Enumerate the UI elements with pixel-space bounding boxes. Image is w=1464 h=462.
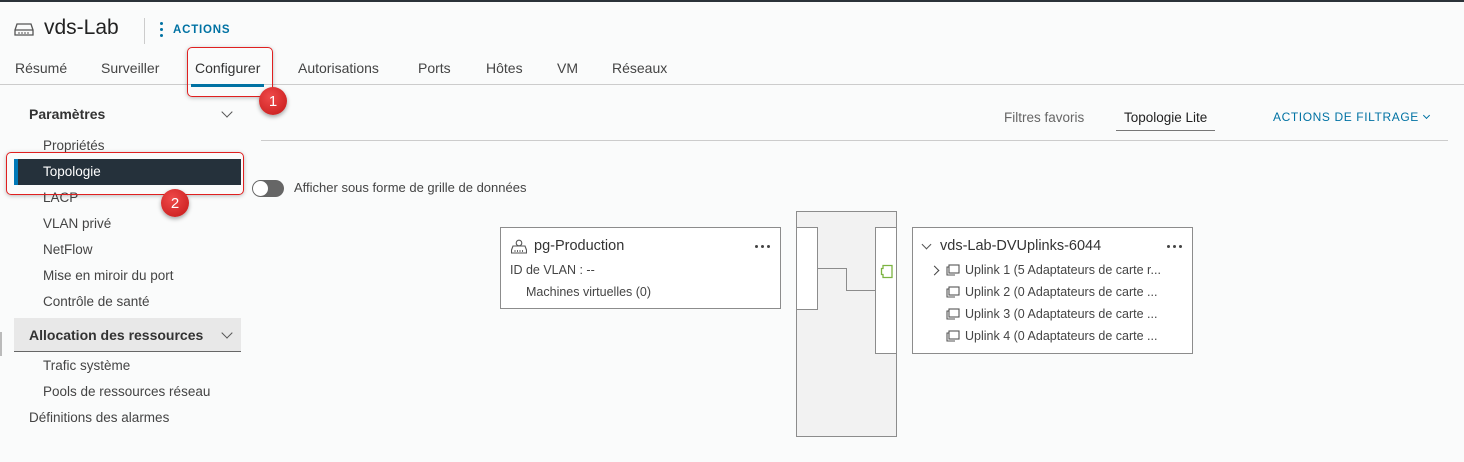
uplink-label: Uplink 2 (0 Adaptateurs de carte ... — [965, 285, 1158, 299]
tab-ports[interactable]: Ports — [418, 60, 451, 76]
sidebar-item-definitions-alarmes[interactable]: Définitions des alarmes — [29, 410, 170, 425]
filter-tab-topologie-lite[interactable]: Topologie Lite — [1116, 110, 1216, 131]
connection-line — [846, 268, 847, 291]
actions-label: ACTIONS — [173, 23, 231, 36]
callout-badge-2: 2 — [161, 189, 189, 217]
callout-highlight-topologie — [6, 152, 244, 195]
distributed-switch-icon — [14, 23, 34, 36]
actions-menu-button[interactable]: ACTIONS — [160, 22, 230, 37]
tab-resume[interactable]: Résumé — [15, 60, 68, 76]
uplink-group-header[interactable]: vds-Lab-DVUplinks-6044 — [921, 238, 1102, 254]
chevron-down-icon — [921, 239, 932, 250]
uplink-label: Uplink 4 (0 Adaptateurs de carte ... — [965, 329, 1158, 343]
uplink-icon — [946, 286, 960, 298]
portgroup-name: pg-Production — [534, 238, 625, 254]
portgroup-vlan: ID de VLAN : -- — [510, 263, 595, 277]
filter-actions-label: ACTIONS DE FILTRAGE — [1273, 110, 1419, 124]
filter-divider — [261, 140, 1448, 141]
uplink-row[interactable]: Uplink 2 (0 Adaptateurs de carte ... — [931, 285, 1157, 299]
sidebar-item-pools-ressources[interactable]: Pools de ressources réseau — [43, 384, 211, 399]
uplink-icon — [946, 330, 960, 342]
sidebar-section-parametres[interactable]: Paramètres — [14, 99, 241, 129]
chevron-right-icon[interactable] — [929, 265, 940, 275]
uplink-row[interactable]: Uplink 3 (0 Adaptateurs de carte ... — [931, 307, 1157, 321]
uplink-label: Uplink 3 (0 Adaptateurs de carte ... — [965, 307, 1158, 321]
connection-line — [818, 268, 847, 269]
portgroup-vms[interactable]: Machines virtuelles (0) — [526, 285, 652, 299]
chevron-down-icon — [221, 106, 233, 118]
uplink-row[interactable]: Uplink 1 (5 Adaptateurs de carte r... — [929, 263, 1161, 277]
tab-autorisations[interactable]: Autorisations — [298, 60, 379, 76]
portgroup-icon — [511, 239, 527, 254]
sidebar-item-mise-en-miroir[interactable]: Mise en miroir du port — [43, 268, 174, 283]
sidebar-item-topologie[interactable]: Topologie — [14, 159, 241, 185]
section-title: Allocation des ressources — [29, 326, 204, 343]
datagrid-toggle-label: Afficher sous forme de grille de données — [294, 180, 527, 195]
sidebar-item-netflow[interactable]: NetFlow — [43, 242, 93, 257]
uplink-row[interactable]: Uplink 4 (0 Adaptateurs de carte ... — [931, 329, 1157, 343]
tab-reseaux[interactable]: Réseaux — [612, 60, 668, 76]
switch-portgroup-port — [796, 227, 818, 310]
uplink-label: Uplink 1 (5 Adaptateurs de carte r... — [965, 263, 1161, 277]
section-title: Paramètres — [29, 106, 106, 122]
switch-uplink-port — [875, 227, 897, 354]
sidebar-item-controle-de-sante[interactable]: Contrôle de santé — [43, 294, 150, 309]
kebab-icon — [160, 22, 163, 37]
tab-bar: Résumé Surveiller Configurer Autorisatio… — [0, 52, 1464, 87]
connection-line — [846, 290, 876, 291]
portgroup-more-icon[interactable] — [755, 245, 770, 248]
portgroup-header: pg-Production — [511, 238, 624, 254]
network-port-icon — [880, 264, 893, 279]
sidebar-item-proprietes[interactable]: Propriétés — [43, 138, 105, 153]
filter-actions-dropdown[interactable]: ACTIONS DE FILTRAGE — [1273, 110, 1430, 124]
uplink-group-card[interactable]: vds-Lab-DVUplinks-6044 Uplink 1 (5 Adapt… — [912, 227, 1193, 354]
chevron-down-icon — [1422, 111, 1430, 120]
tab-surveiller[interactable]: Surveiller — [101, 60, 160, 76]
uplink-icon — [946, 308, 960, 320]
tab-configurer[interactable]: Configurer — [190, 60, 265, 87]
sidebar-item-lacp[interactable]: LACP — [43, 190, 79, 205]
pane-resize-handle[interactable] — [0, 332, 2, 356]
uplink-icon — [946, 264, 960, 276]
page-title: vds-Lab — [44, 16, 119, 39]
tab-vm[interactable]: VM — [557, 60, 578, 76]
callout-highlight-configurer — [187, 47, 273, 97]
header-divider — [144, 18, 145, 44]
sidebar-item-vlan-prive[interactable]: VLAN privé — [43, 216, 112, 231]
chevron-down-icon — [221, 326, 233, 339]
favorite-filters-button[interactable]: Filtres favoris — [1004, 110, 1085, 125]
sidebar-section-allocation[interactable]: Allocation des ressources — [14, 318, 241, 352]
uplink-group-more-icon[interactable] — [1167, 245, 1182, 248]
sidebar-item-trafic-systeme[interactable]: Trafic système — [43, 358, 131, 373]
portgroup-card[interactable]: pg-Production ID de VLAN : -- Machines v… — [500, 227, 781, 309]
datagrid-view-toggle[interactable] — [252, 180, 284, 197]
tab-hotes[interactable]: Hôtes — [486, 60, 523, 76]
callout-badge-1: 1 — [259, 87, 287, 115]
uplink-group-name: vds-Lab-DVUplinks-6044 — [940, 238, 1102, 254]
